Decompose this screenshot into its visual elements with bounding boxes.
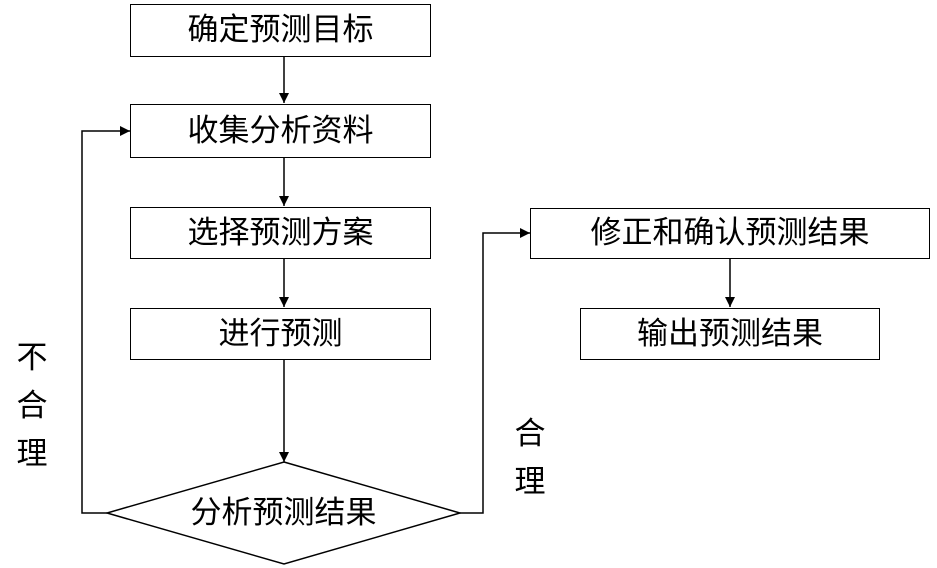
step-select-plan-label: 选择预测方案 xyxy=(187,214,374,251)
step-revise-confirm: 修正和确认预测结果 xyxy=(530,208,930,259)
branch-label-unreasonable-char: 合 xyxy=(16,388,48,424)
decision-analyze-result: 分析预测结果 xyxy=(107,490,460,536)
branch-label-unreasonable-char: 理 xyxy=(16,436,48,472)
branch-label-unreasonable: 不 合 理 xyxy=(12,334,52,478)
branch-label-reasonable-char: 理 xyxy=(514,464,546,500)
decision-diamond xyxy=(104,461,463,565)
step-determine-goal: 确定预测目标 xyxy=(130,4,431,57)
arrow-reasonable-to-revise xyxy=(460,228,530,514)
step-output-label: 输出预测结果 xyxy=(637,315,823,352)
step-revise-confirm-label: 修正和确认预测结果 xyxy=(590,215,870,251)
step-perform-label: 进行预测 xyxy=(218,315,343,352)
decision-analyze-result-label: 分析预测结果 xyxy=(190,494,377,531)
step-determine-goal-label: 确定预测目标 xyxy=(187,12,374,48)
step-collect-analyze: 收集分析资料 xyxy=(130,104,431,158)
arrow-unreasonable-loop xyxy=(81,126,130,514)
branch-label-reasonable-char: 合 xyxy=(514,416,546,452)
branch-label-unreasonable-char: 不 xyxy=(16,340,48,376)
step-output: 输出预测结果 xyxy=(580,308,880,360)
step-perform: 进行预测 xyxy=(130,308,431,360)
step-select-plan: 选择预测方案 xyxy=(130,207,431,259)
branch-label-reasonable: 合 理 xyxy=(510,410,550,506)
step-collect-analyze-label: 收集分析资料 xyxy=(187,112,374,149)
